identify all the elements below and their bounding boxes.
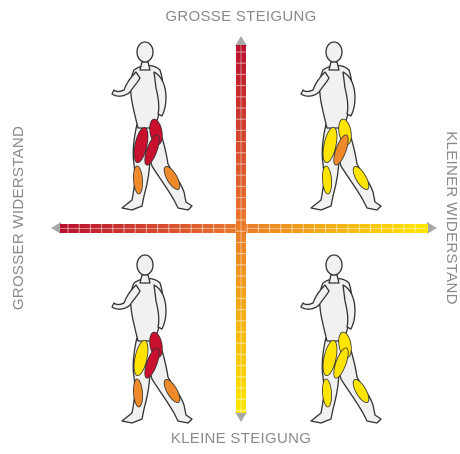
- figure-top-right: [301, 42, 381, 210]
- arrow-right-icon: [427, 222, 437, 234]
- vertical-axis: [235, 36, 247, 422]
- arrow-up-icon: [235, 36, 247, 46]
- figure-bottom-right: [301, 255, 381, 423]
- figure-bottom-left: [112, 255, 192, 423]
- arrow-down-icon: [235, 412, 247, 422]
- arrow-left-icon: [51, 222, 61, 234]
- figure-top-left: [112, 42, 192, 210]
